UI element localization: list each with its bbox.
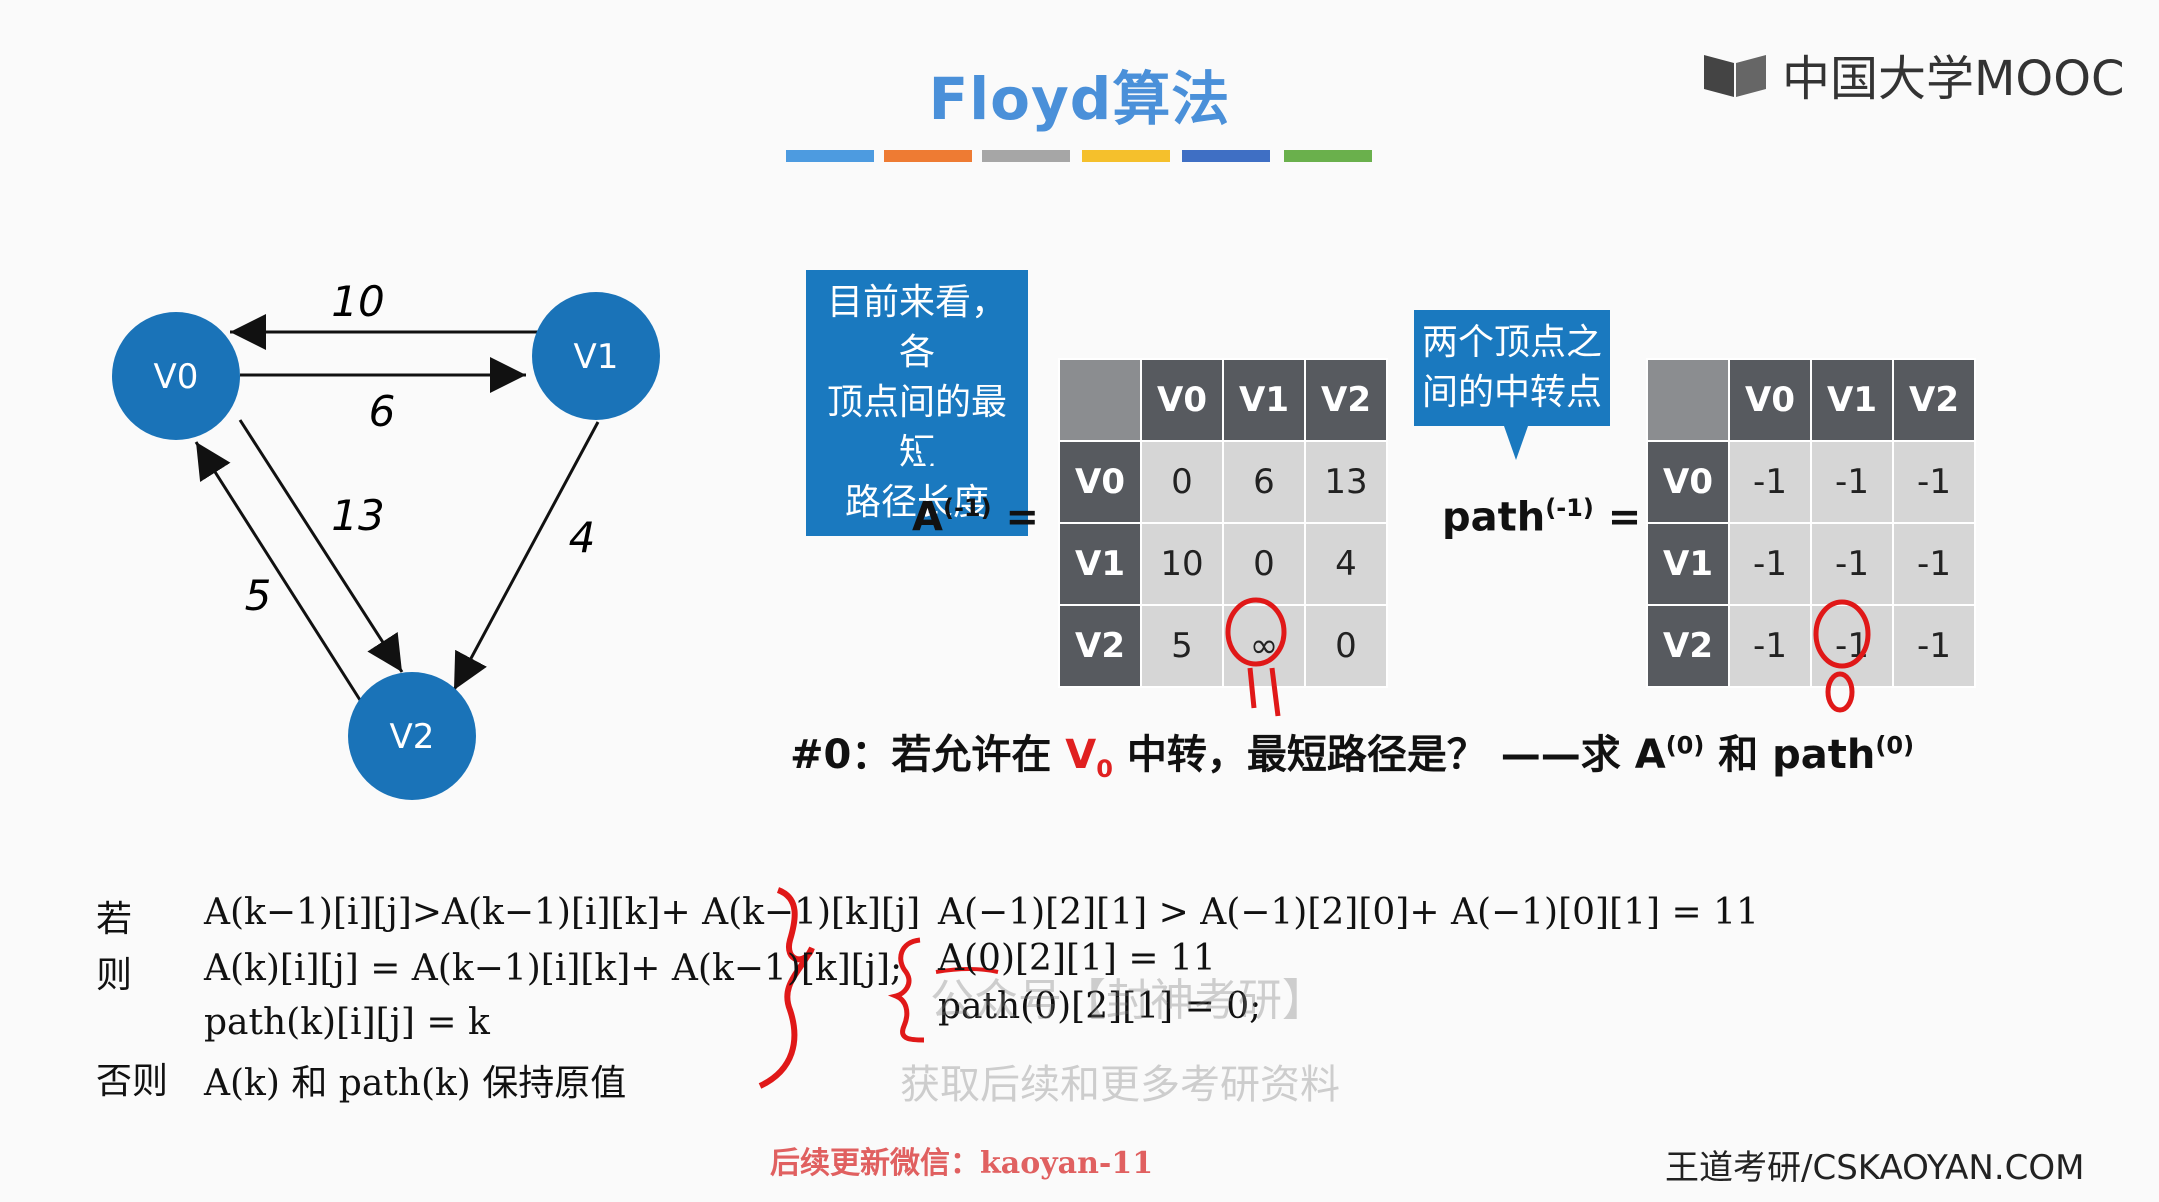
stripe-4 <box>1082 150 1170 162</box>
a-row-header: V0 <box>1058 440 1142 524</box>
a-matrix-label: A(-1) = <box>912 494 1039 540</box>
a-cell: 5 <box>1140 604 1224 688</box>
path-cell: -1 <box>1728 440 1812 524</box>
question-sup-a: (0) <box>1665 731 1705 760</box>
a-cell: 6 <box>1222 440 1306 524</box>
node-v1 <box>532 292 660 420</box>
path-matrix-table: V0 V1 V2 V0 -1 -1 -1 V1 -1 -1 -1 V2 -1 -… <box>1646 358 1976 688</box>
question-prefix: #0：若允许在 <box>790 732 1066 778</box>
rule-then-expression-1: A(k)[i][j] = A(k−1)[i][k]+ A(k−1)[k][j]; <box>204 948 903 989</box>
a-cell: 0 <box>1304 604 1388 688</box>
edge-weight-10: 10 <box>331 277 384 326</box>
edge-v1-v2 <box>452 421 600 691</box>
path-label-sup: (-1) <box>1545 494 1594 522</box>
callout-path-matrix: 两个顶点之 间的中转点 <box>1414 310 1610 426</box>
question-vertex-letter: V <box>1065 732 1097 778</box>
path-cell: -1 <box>1728 522 1812 606</box>
a-cell: 10 <box>1140 522 1224 606</box>
stripe-3 <box>982 150 1070 162</box>
question-vertex: V0 <box>1065 732 1113 783</box>
callout-path-line-1: 两个顶点之 <box>1421 322 1602 363</box>
question-vertex-sub: 0 <box>1096 755 1113 783</box>
example-line-1: A(−1)[2][1] > A(−1)[2][0]+ A(−1)[0][1] =… <box>938 892 1759 933</box>
path-cell: -1 <box>1892 604 1976 688</box>
path-row-header: V2 <box>1646 604 1730 688</box>
a-cell: 0 <box>1140 440 1224 524</box>
path-col-header: V2 <box>1892 358 1976 442</box>
question-line: #0：若允许在 V0 中转，最短路径是？ ——求 A(0) 和 path(0) <box>790 722 1914 783</box>
node-v2 <box>348 672 476 800</box>
a-matrix-table: V0 V1 V2 V0 0 6 13 V1 10 0 4 V2 5 ∞ 0 <box>1058 358 1388 688</box>
path-cell: -1 <box>1810 522 1894 606</box>
watermark-line-1: 公众号【封神考研】 <box>930 975 1326 1026</box>
path-label: path <box>1442 494 1546 541</box>
callout-a-line-1: 目前来看，各 <box>826 282 1007 373</box>
stripe-2 <box>884 150 972 162</box>
node-v2-label: V2 <box>390 717 435 757</box>
a-cell: ∞ <box>1222 604 1306 688</box>
path-cell: -1 <box>1892 522 1976 606</box>
callout-path-tail <box>1504 426 1528 460</box>
path-eq: = <box>1607 494 1642 541</box>
a-label-sup: (-1) <box>942 494 992 522</box>
edge-weight-5: 5 <box>245 571 272 620</box>
a-label: A <box>912 494 943 541</box>
example-line-2: A(0)[2][1] = 11 <box>938 938 1216 979</box>
path-cell: -1 <box>1810 440 1894 524</box>
question-middle: 中转，最短路径是？ ——求 A <box>1112 732 1666 778</box>
example-line-3: path(0)[2][1] = 0; <box>938 986 1262 1027</box>
node-v0 <box>112 312 240 440</box>
edge-weight-13: 13 <box>331 491 384 540</box>
path-corner <box>1646 358 1730 442</box>
slide-title: Floyd算法 <box>928 65 1231 133</box>
mooc-logo: 中国大学MOOC <box>1700 44 2125 107</box>
question-sup-path: (0) <box>1875 731 1915 760</box>
rule-else-expression: A(k) 和 path(k) 保持原值 <box>204 1063 627 1104</box>
path-row-header: V0 <box>1646 440 1730 524</box>
callout-a-matrix: 目前来看，各 顶点间的最短 路径长度 <box>806 270 1028 536</box>
stripe-1 <box>786 150 874 162</box>
stripe-6 <box>1284 150 1372 162</box>
edge-v0-v2 <box>238 419 404 673</box>
path-row-header: V1 <box>1646 522 1730 606</box>
a-col-header: V1 <box>1222 358 1306 442</box>
question-and: 和 path <box>1704 732 1876 778</box>
node-v0-label: V0 <box>154 357 199 397</box>
a-row-header: V1 <box>1058 522 1142 606</box>
rule-else-keyword: 否则 <box>96 1061 169 1102</box>
a-col-header: V0 <box>1140 358 1224 442</box>
a-cell: 4 <box>1304 522 1388 606</box>
watermark-line-2: 获取后续和更多考研资料 <box>900 1062 1340 1108</box>
callout-path-line-2: 间的中转点 <box>1421 372 1602 413</box>
rule-if-expression: A(k−1)[i][j]>A(k−1)[i][k]+ A(k−1)[k][j] <box>204 892 921 933</box>
rule-if-keyword: 若 <box>96 899 133 940</box>
path-cell: -1 <box>1728 604 1812 688</box>
path-col-header: V0 <box>1728 358 1812 442</box>
rule-then-expression-2: path(k)[i][j] = k <box>204 1002 490 1043</box>
mooc-book-icon <box>1704 55 1766 97</box>
a-corner <box>1058 358 1142 442</box>
path-cell: -1 <box>1810 604 1894 688</box>
rule-then-keyword: 则 <box>96 955 133 996</box>
mooc-logo-text: 中国大学MOOC <box>1782 51 2125 107</box>
footer-site: 王道考研/CSKAOYAN.COM <box>1665 1148 2085 1188</box>
a-eq: = <box>1005 494 1040 541</box>
footer-wechat: 后续更新微信：kaoyan-11 <box>770 1146 1154 1181</box>
graph-diagram: 10 6 13 4 5 V0 V1 V2 <box>112 277 660 800</box>
edge-v2-v0 <box>194 441 362 701</box>
path-col-header: V1 <box>1810 358 1894 442</box>
edge-weight-6: 6 <box>369 387 396 436</box>
edge-weight-4: 4 <box>569 513 596 562</box>
path-cell: -1 <box>1892 440 1976 524</box>
callout-a-line-3: 路径长度 <box>844 482 989 523</box>
a-col-header: V2 <box>1304 358 1388 442</box>
callout-a-tail <box>916 438 940 472</box>
a-row-header: V2 <box>1058 604 1142 688</box>
a-cell: 0 <box>1222 522 1306 606</box>
a-cell: 13 <box>1304 440 1388 524</box>
stripe-5 <box>1182 150 1270 162</box>
path-matrix-label: path(-1) = <box>1442 494 1641 540</box>
node-v1-label: V1 <box>574 337 619 377</box>
